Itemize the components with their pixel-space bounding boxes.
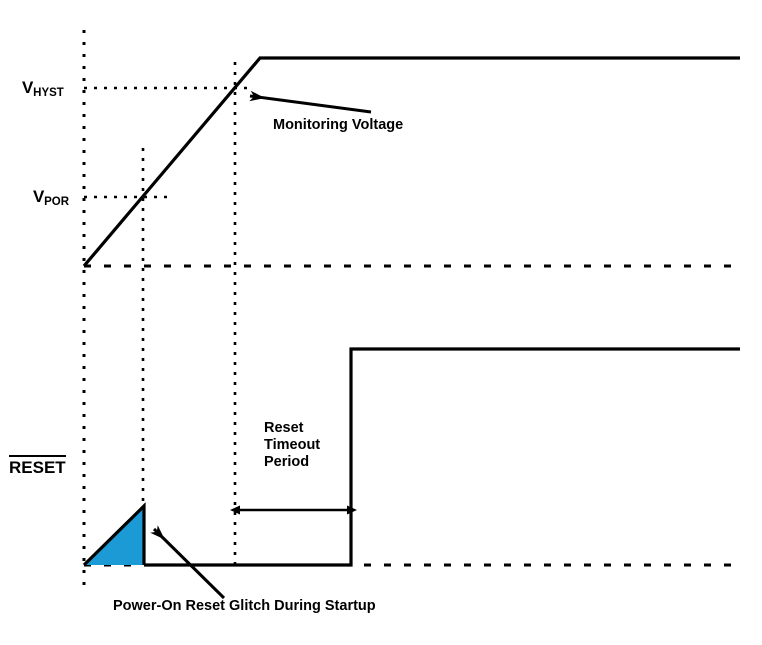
glitch-leader-arrow (150, 525, 226, 600)
vhyst-label-main: V (22, 78, 34, 97)
glitch-caption-text: Power-On Reset Glitch During Startup (113, 598, 376, 614)
monitoring-voltage-waveform (82, 56, 740, 268)
vpor-label: VPOR (33, 187, 70, 208)
reset-timeout-line-2: Timeout (264, 437, 321, 454)
reset-timeout-line-1: Reset (264, 420, 304, 436)
vhyst-label: VHYST (22, 78, 64, 99)
reset-signal-label: RESET (9, 455, 66, 478)
glitch-caption: Power-On Reset Glitch During Startup (113, 598, 376, 615)
reset-timeout-line-3: Period (264, 454, 310, 471)
monitoring-voltage-annotation: Monitoring Voltage (273, 117, 403, 134)
monitoring-voltage-annotation-text: Monitoring Voltage (273, 117, 404, 133)
reset-signal-label-text: RESET (9, 455, 66, 478)
reset-waveform (144, 347, 740, 567)
monitoring-voltage-leader-arrow (249, 90, 372, 114)
vhyst-label-subscript: HYST (33, 87, 64, 99)
vpor-label-main: V (33, 187, 45, 206)
vpor-label-subscript: POR (44, 196, 70, 208)
power-on-reset-glitch-outline (82, 502, 146, 567)
